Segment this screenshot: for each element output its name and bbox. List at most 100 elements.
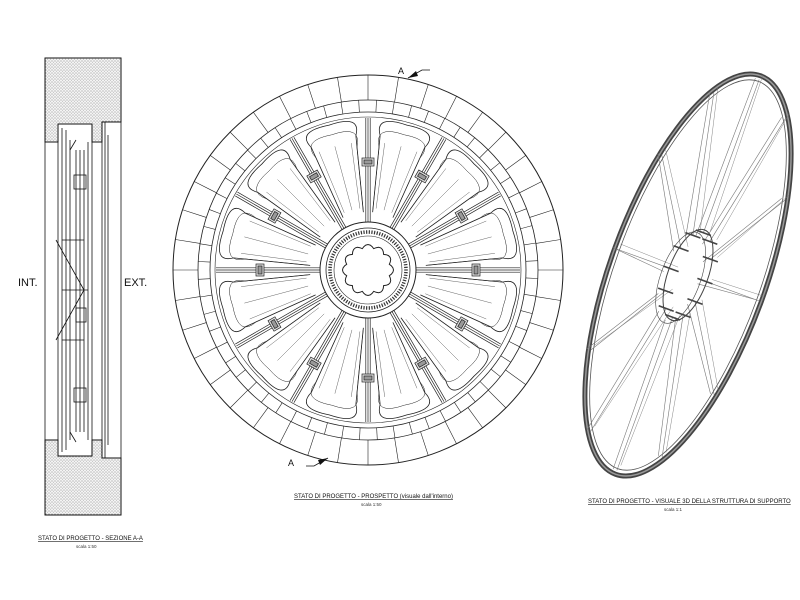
petal-arch: [400, 302, 489, 391]
elevation-view: A A STATO DI PROGETTO - PROSPETTO (visua…: [172, 66, 564, 507]
frame-joint: [198, 278, 211, 280]
frame-joint: [199, 243, 212, 246]
frame-brace: [665, 149, 689, 247]
hub-bracket: [697, 277, 713, 285]
colonnette-shaft: [289, 139, 343, 230]
inscription-glyph: [368, 306, 370, 310]
inscription-glyph: [331, 284, 336, 287]
petal-rib: [425, 220, 487, 247]
frame-joint: [290, 118, 297, 130]
inscription-glyph: [328, 276, 333, 279]
frame-joint: [375, 100, 377, 113]
frame-joint: [520, 225, 533, 230]
petal-rib: [289, 168, 331, 221]
frame-joint: [225, 356, 236, 364]
inscription-glyph: [399, 286, 404, 290]
frame-spoke: [661, 314, 684, 458]
inscription-glyph: [402, 279, 407, 282]
petal-rib: [429, 253, 495, 263]
inscription-glyph: [337, 292, 341, 297]
frame-joint: [408, 422, 413, 435]
inscription-glyph: [335, 290, 340, 294]
capital-detail: [457, 319, 466, 329]
hub-bracket: [657, 287, 674, 295]
voussoir-joint: [182, 209, 207, 218]
inscription-glyph: [331, 253, 336, 256]
hub-bracket: [675, 311, 691, 319]
voussoir-joint: [529, 209, 554, 218]
inscription-glyph: [333, 288, 338, 292]
frame-joint: [490, 162, 501, 171]
voussoir-joint: [535, 296, 561, 301]
frame-joint: [423, 111, 429, 123]
inscription-glyph: [340, 296, 345, 300]
inscription-glyph: [350, 233, 353, 238]
voussoir-joint: [467, 112, 483, 133]
petal-rib: [351, 143, 361, 209]
frame-joint: [247, 149, 257, 159]
frame-spoke-back: [685, 91, 711, 238]
inscription-glyph: [373, 305, 376, 310]
voussoir-joint: [505, 369, 526, 385]
inscription-glyph: [360, 230, 363, 235]
petal-rib: [277, 313, 325, 361]
inscription-glyph: [333, 248, 338, 252]
inscription-glyph: [328, 271, 332, 274]
hub-bracket: [673, 245, 689, 253]
colonnette-shaft: [289, 310, 343, 401]
frame-joint: [392, 101, 395, 114]
frame-joint: [490, 368, 501, 377]
inscription-glyph: [332, 286, 337, 290]
colonnette-shaft: [393, 310, 447, 401]
inscription-glyph: [404, 271, 408, 274]
frame-spoke: [694, 301, 715, 396]
voussoir-joint: [529, 322, 554, 331]
outer-steel-ring: [582, 71, 794, 479]
inscription-glyph: [328, 266, 332, 269]
voussoir-joint: [420, 84, 429, 109]
frame-spoke-back: [695, 78, 756, 236]
frame-spoke-back: [612, 247, 664, 272]
petal-rib: [375, 143, 385, 209]
frame-joint: [424, 417, 430, 429]
petal-arch: [219, 274, 316, 332]
inscription-glyph: [376, 304, 379, 309]
petal-rib: [241, 277, 307, 287]
frame-joint: [216, 341, 228, 348]
petal-rib: [318, 151, 345, 213]
inscription-glyph: [337, 243, 341, 248]
petal-rib: [334, 146, 353, 211]
capital-detail: [309, 172, 319, 181]
inscription-glyph: [403, 263, 408, 266]
inscription-glyph: [395, 292, 399, 297]
petal-arch: [256, 303, 335, 382]
elevation-caption: STATO DI PROGETTO - PROSPETTO (visuale d…: [294, 494, 453, 500]
voussoir-joint: [253, 112, 269, 133]
inscription-glyph: [355, 231, 358, 236]
inscription-glyph: [340, 240, 345, 244]
frame-joint: [376, 427, 378, 440]
colonnette-shaft: [236, 193, 327, 247]
wall-section-top: [44, 57, 122, 143]
petal-arch: [219, 208, 316, 266]
petal-arch: [306, 322, 364, 419]
capital-detail: [363, 159, 373, 165]
petal-rib: [405, 319, 447, 372]
frame-joint: [408, 105, 412, 118]
inscription-glyph: [345, 299, 349, 304]
voussoir-joint: [487, 131, 507, 151]
frame-joint: [209, 326, 221, 332]
capital-detail: [417, 172, 427, 181]
inscription-glyph: [338, 294, 343, 299]
frame-brace: [711, 279, 764, 297]
frame-brace: [620, 243, 679, 268]
inscription-glyph: [335, 246, 340, 250]
voussoir-joint: [444, 96, 457, 119]
voussoir-joint: [420, 431, 429, 456]
colonnette-shaft: [410, 195, 501, 249]
frame-joint: [290, 410, 297, 422]
frame-joint: [524, 294, 537, 297]
section-marker-top: A: [398, 66, 430, 79]
petal-rib: [375, 331, 385, 397]
